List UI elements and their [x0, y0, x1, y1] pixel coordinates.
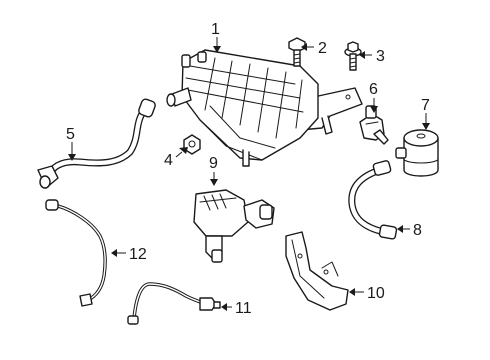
leader-lines: [68, 37, 430, 311]
callout-2: 2: [318, 40, 327, 57]
oxygen-sensor-rear: [127, 282, 221, 325]
callout-11: 11: [235, 300, 252, 317]
callout-4: 4: [164, 152, 173, 169]
bolt: [288, 37, 306, 67]
callout-8: 8: [413, 222, 422, 239]
callout-5: 5: [66, 126, 75, 143]
callout-7: 7: [421, 97, 430, 114]
callout-12: 12: [129, 246, 147, 263]
callout-3: 3: [376, 48, 385, 65]
vapor-hose: [37, 98, 156, 189]
callout-10: 10: [367, 285, 385, 302]
heat-shield: [285, 231, 349, 311]
hose: [348, 160, 398, 240]
flange-bolt: [344, 41, 362, 71]
callout-9: 9: [209, 155, 218, 172]
callouts: 1 2 3 4 5 6 7 8 9 10 11 12: [66, 21, 430, 317]
nut: [183, 134, 201, 155]
callout-6: 6: [369, 81, 378, 98]
charcoal-canister: [166, 49, 363, 167]
purge-solenoid: [193, 189, 275, 263]
oxygen-sensor-front: [45, 199, 107, 307]
callout-1: 1: [211, 21, 220, 38]
canister-filter: [395, 129, 439, 177]
